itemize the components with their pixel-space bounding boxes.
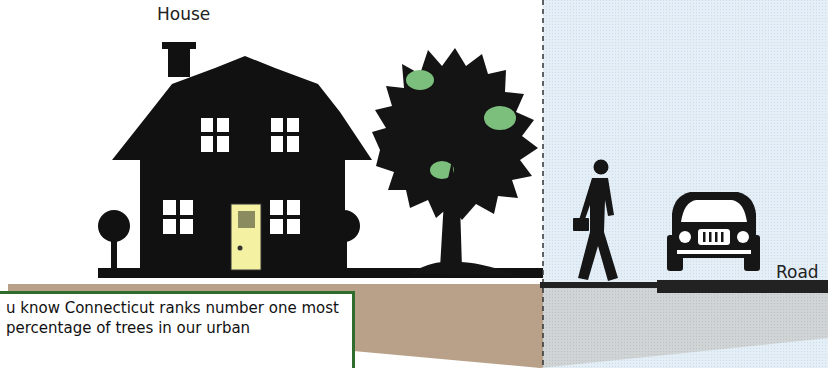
property-line [542,0,544,368]
house-silhouette [98,42,372,272]
sidewalk [540,282,665,288]
fact-box: u know Connecticut ranks number one most… [0,291,355,368]
pedestrian [573,160,618,282]
right-of-way-zone [543,0,828,368]
house-label: House [157,4,210,24]
car-front [667,192,760,271]
fact-text: u know Connecticut ranks number one most… [6,298,344,338]
tree [372,48,538,276]
road-label: Road [776,262,819,282]
